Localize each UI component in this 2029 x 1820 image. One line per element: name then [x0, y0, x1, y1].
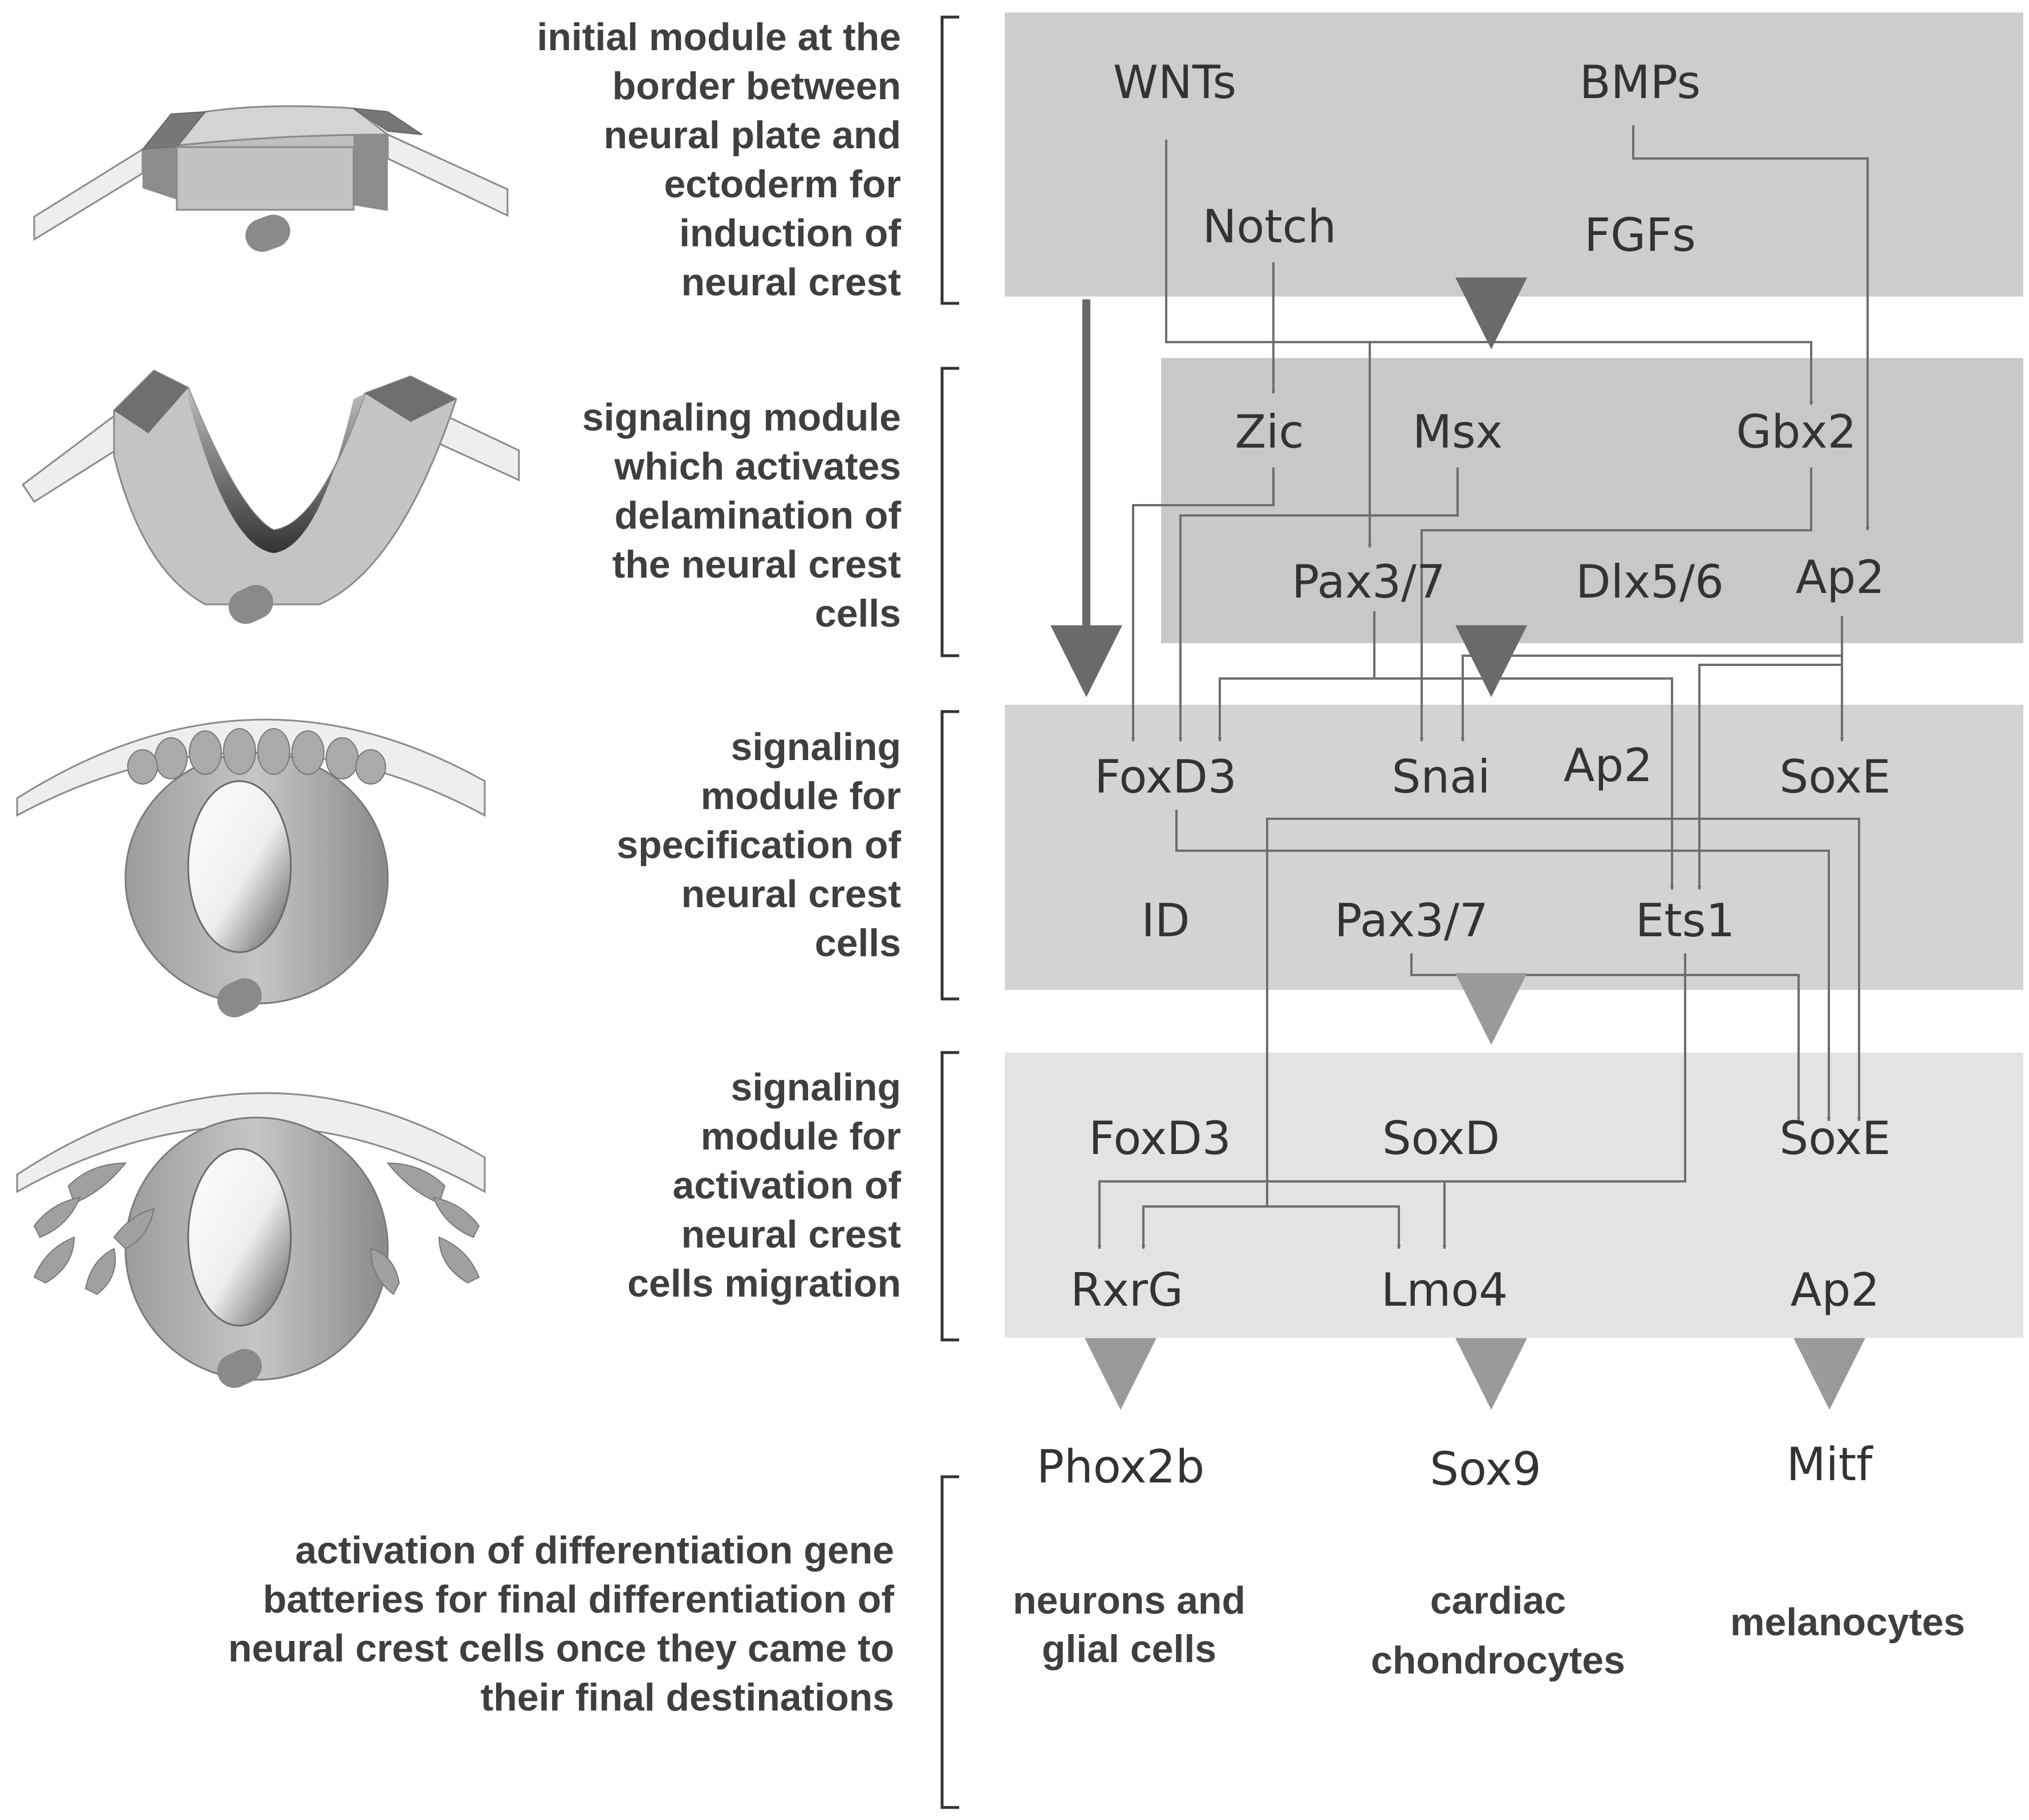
module-label-line: neural crest cells once they came to: [228, 1627, 894, 1670]
migrating-crest-illustration: [16, 1092, 486, 1388]
gene-soxe-migration: SoxE: [1779, 1112, 1890, 1165]
gene-mitf: Mitf: [1787, 1438, 1874, 1491]
module-label-line: activation of differentiation gene: [295, 1529, 894, 1572]
bracket-specification: [940, 710, 959, 1001]
module-label-line: ectoderm for: [664, 162, 901, 206]
module-label-line: induction of: [679, 212, 901, 255]
module-box-migration: [1005, 1053, 2023, 1338]
module-label-line: module for: [701, 1115, 901, 1158]
bracket-induction: [940, 15, 959, 305]
module-label-line: batteries for final differentiation of: [263, 1578, 894, 1621]
gene-ap2-spec: Ap2: [1564, 739, 1653, 792]
gene-wnts: WNTs: [1113, 56, 1236, 109]
gene-fgfs: FGFs: [1584, 209, 1696, 262]
module-label-line: signaling module: [582, 396, 901, 439]
module-label-line: the neural crest: [612, 543, 901, 586]
module-label-migration: signaling module for activation of neura…: [627, 1066, 901, 1305]
fate-neurons-line: neurons and: [1013, 1579, 1245, 1622]
module-transition-arrows: [1050, 277, 1865, 1410]
gene-ap2-migration: Ap2: [1791, 1264, 1880, 1317]
edge-branch-rxrg: [1141, 1205, 1267, 1249]
gene-gbx2: Gbx2: [1736, 405, 1856, 458]
fate-cardiac-line: cardiac: [1430, 1579, 1566, 1622]
edge-gbx2-snai: [1419, 468, 1812, 742]
gene-zic: Zic: [1235, 405, 1304, 458]
neural-tube-illustration: [16, 718, 486, 1018]
fate-neurons-line: glial cells: [1042, 1627, 1216, 1671]
bracket-migration: [940, 1051, 959, 1342]
cell-fate-labels: neurons and glial cells cardiac chondroc…: [1013, 1579, 1965, 1682]
module-label-line: neural crest: [681, 261, 901, 304]
edge-msx-foxd3: [1178, 468, 1459, 742]
module-label-line: cells: [815, 592, 901, 635]
fate-melanocytes: melanocytes: [1730, 1600, 1965, 1644]
module-label-line: signaling: [731, 1066, 901, 1109]
module-label-line: border between: [612, 64, 901, 108]
module-label-line: neural crest: [681, 1213, 901, 1256]
module-label-line: signaling: [731, 725, 901, 769]
gene-notch: Notch: [1203, 200, 1337, 253]
module-label-line: neural crest: [681, 872, 901, 916]
gene-ets1: Ets1: [1636, 894, 1735, 947]
fate-cardiac-line: chondrocytes: [1371, 1639, 1625, 1682]
edge-foxd3-soxe: [1175, 810, 1831, 1122]
gene-lmo4: Lmo4: [1381, 1264, 1508, 1317]
gene-rxrg: RxrG: [1070, 1264, 1183, 1317]
module-label-differentiation: activation of differentiation gene batte…: [228, 1529, 894, 1719]
neural-fold-illustration: [21, 369, 520, 624]
bracket-differentiation: [940, 1475, 959, 1809]
module-label-line: cells: [815, 921, 901, 965]
edge-snai-soxe: [1266, 818, 1861, 1206]
module-label-line: activation of: [673, 1164, 902, 1207]
gene-pax37-spec: Pax3/7: [1334, 894, 1488, 947]
module-label-line: delamination of: [615, 494, 902, 537]
module-label-line: initial module at the: [537, 15, 902, 59]
edge-zic-foxd3: [1131, 468, 1275, 742]
gene-ap2-delam: Ap2: [1796, 551, 1885, 604]
gene-bmps: BMPs: [1580, 56, 1701, 109]
module-box-delamination: [1161, 358, 2023, 643]
edge-pax37-soxe: [1410, 953, 1801, 1122]
gene-snai: Snai: [1392, 750, 1491, 803]
edge-ap2-ets1: [1697, 664, 1842, 890]
module-label-line: their final destinations: [481, 1676, 894, 1719]
bracket-delamination: [940, 367, 959, 657]
gene-pax37-delam: Pax3/7: [1292, 555, 1446, 608]
module-label-line: neural plate and: [604, 113, 901, 157]
gene-id: ID: [1141, 894, 1190, 947]
gene-labels: WNTs BMPs Notch FGFs Zic Msx Gbx2 Pax3/7…: [1037, 56, 1891, 1496]
gene-dlx56: Dlx5/6: [1576, 555, 1724, 608]
gene-foxd3-spec: FoxD3: [1094, 750, 1237, 803]
edge-bmps-ap2: [1632, 125, 1870, 531]
gene-soxe-spec: SoxE: [1779, 750, 1890, 803]
edge-ets1-rxrg: [1097, 953, 1686, 1249]
module-label-line: cells migration: [627, 1262, 901, 1305]
module-label-induction: initial module at the border between neu…: [537, 15, 902, 304]
gene-msx: Msx: [1413, 405, 1503, 458]
module-box-specification: [1005, 705, 2023, 990]
module-label-delamination: signaling module which activates delamin…: [582, 396, 901, 635]
module-label-line: which activates: [614, 445, 901, 488]
module-label-line: module for: [701, 774, 901, 818]
module-box-induction: [1005, 13, 2023, 296]
gene-phox2b: Phox2b: [1037, 1440, 1204, 1493]
gene-foxd3-migration: FoxD3: [1089, 1112, 1231, 1165]
neural-plate-illustration: [33, 105, 509, 252]
gene-sox9: Sox9: [1430, 1443, 1541, 1496]
edge-pax37-foxd3: [1218, 611, 1375, 742]
edge-branch-lmo4: [1267, 1205, 1401, 1249]
module-label-specification: signaling module for specification of ne…: [616, 725, 901, 965]
module-label-line: specification of: [616, 823, 901, 867]
gene-soxd: SoxD: [1382, 1112, 1500, 1165]
